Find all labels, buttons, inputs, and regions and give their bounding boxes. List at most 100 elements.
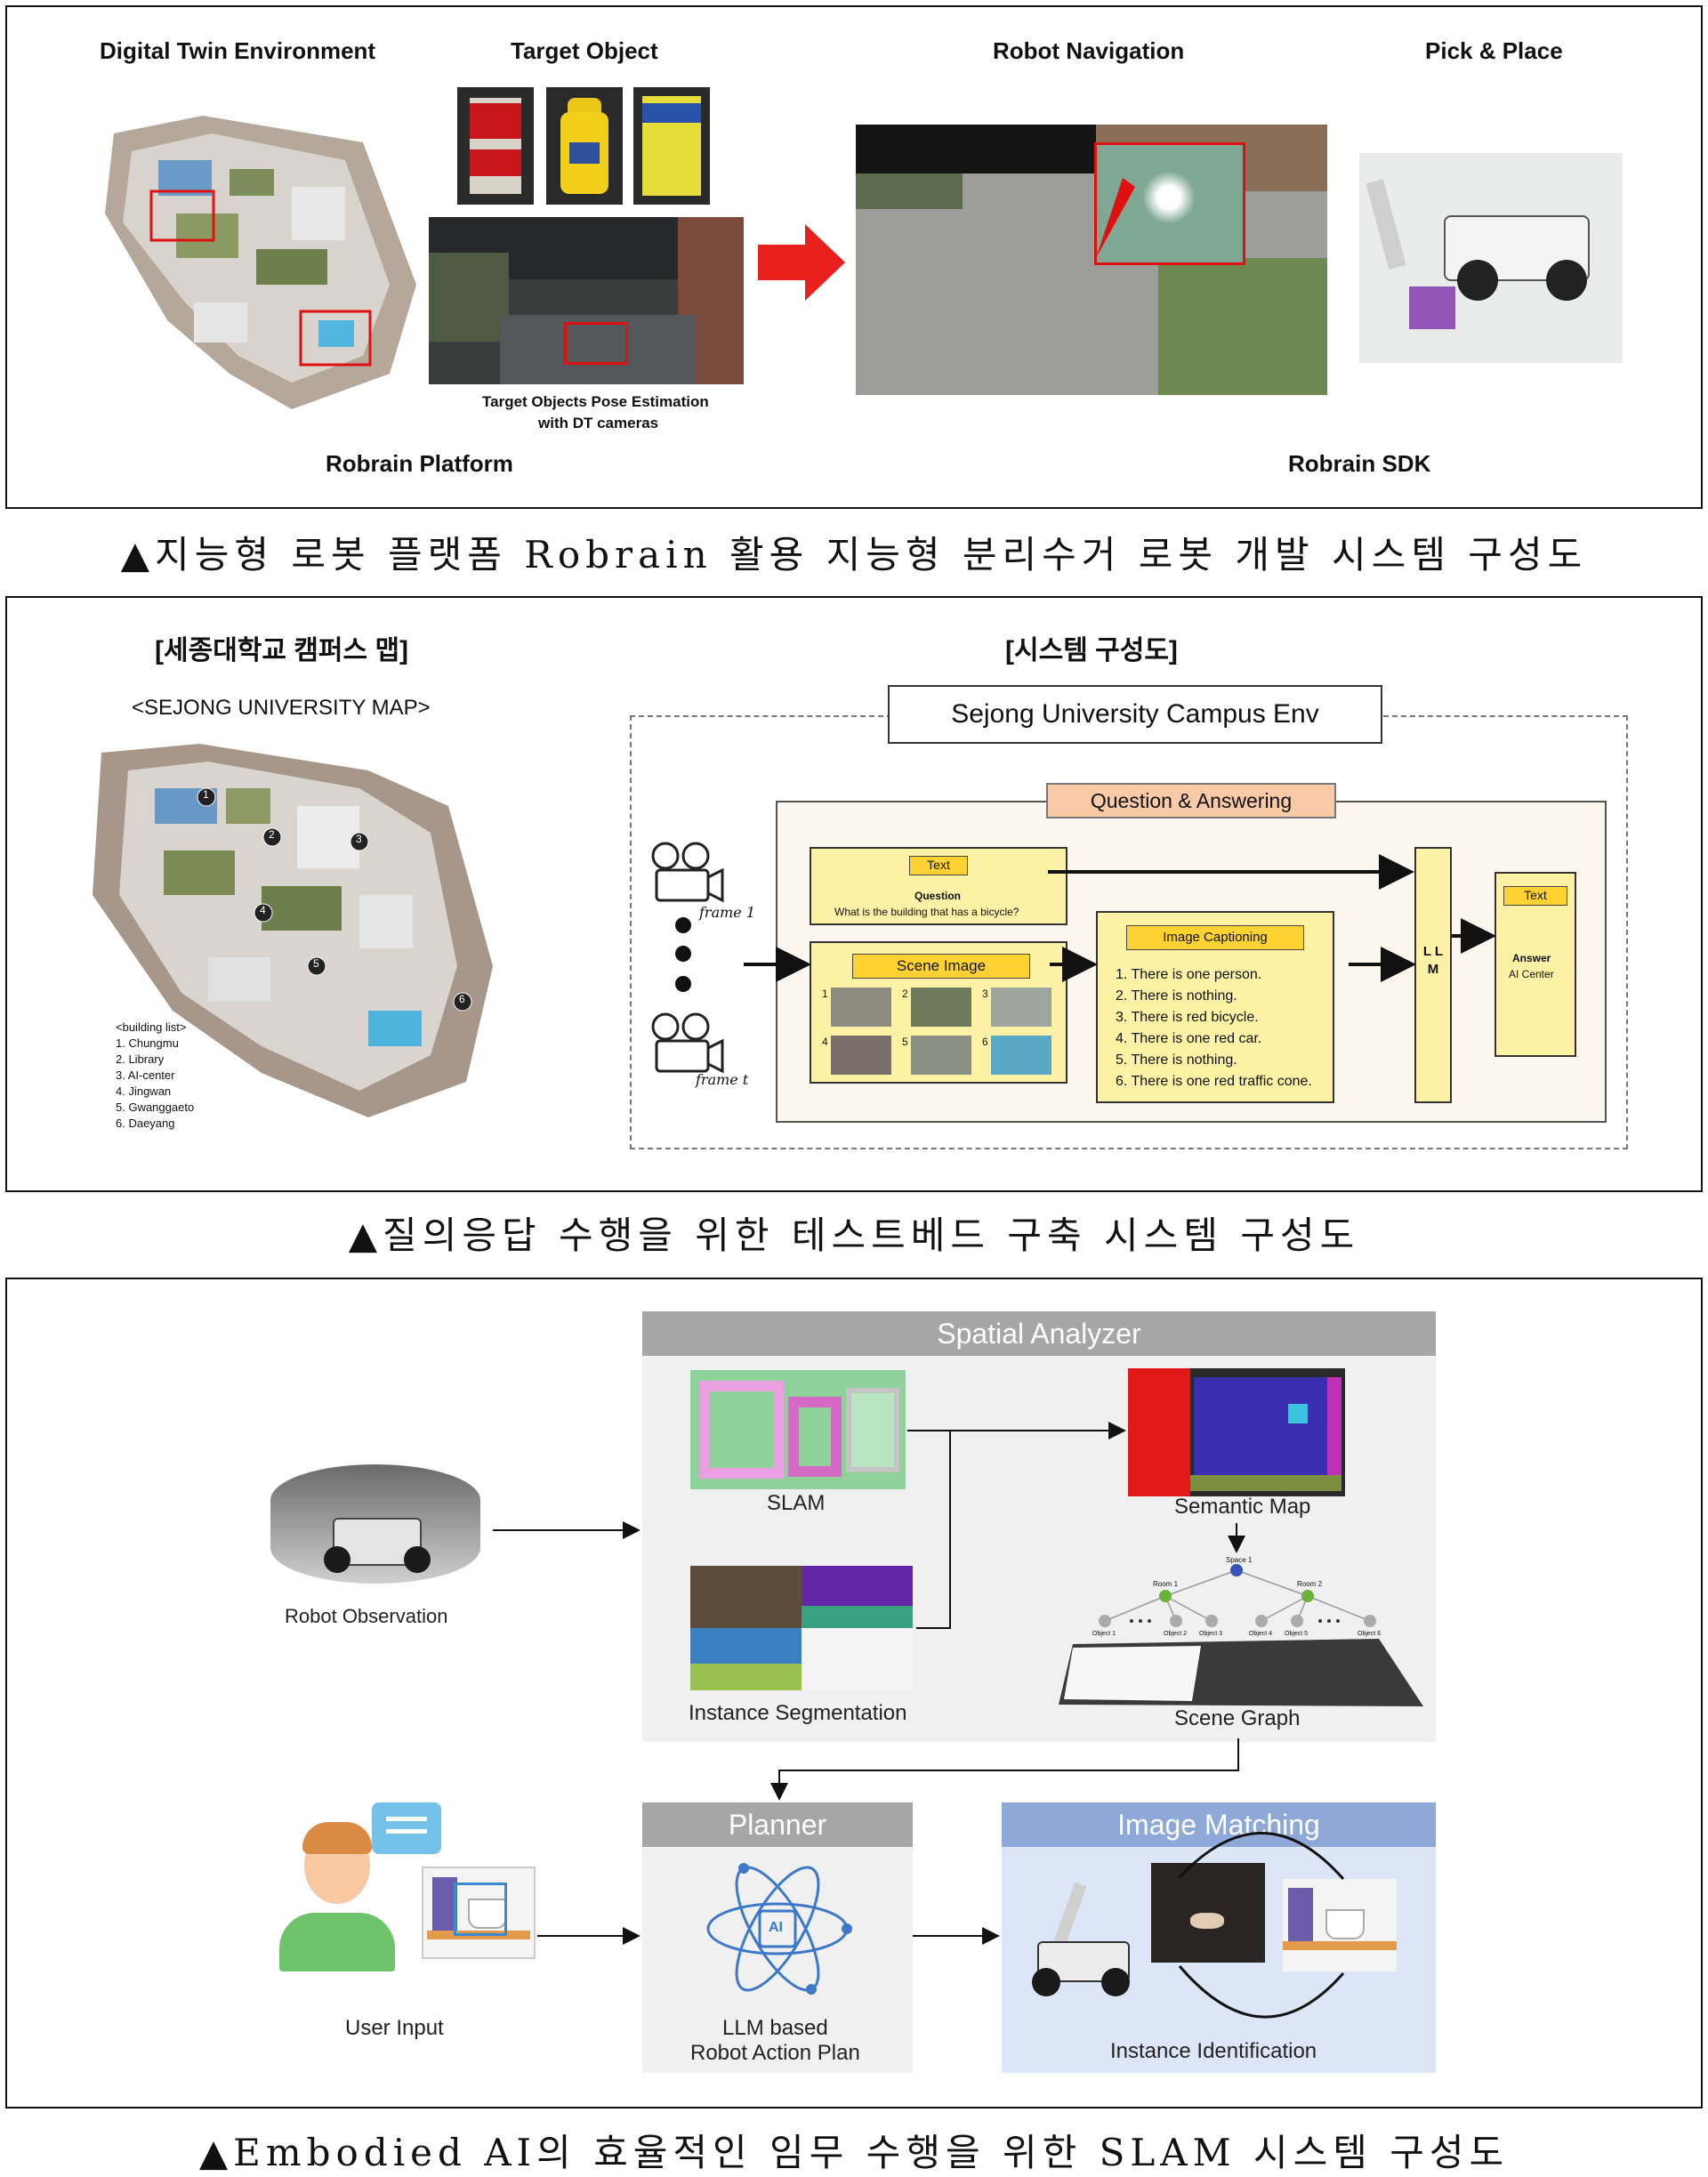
scene-number: 5 [902,1036,908,1048]
chat-bubble-icon [372,1802,441,1854]
caption-item: 1. There is one person. [1116,967,1262,982]
caption-list: 1. There is one person. 2. There is noth… [1116,964,1312,1093]
soup-can-image [457,87,534,205]
answer-text: AI Center [1509,968,1554,980]
scene-number: 6 [982,1036,988,1048]
frame-t-label: frame t [696,1071,749,1088]
scene-thumbnail [991,1036,1051,1075]
pose-estimation-label-2: with DT cameras [538,415,659,431]
coffee-cup-image [422,1867,536,1959]
building-item: 4. Jingwan [116,1084,172,1098]
planner-header: Planner [642,1802,913,1847]
llm-box [1414,847,1452,1103]
campus-map-image: 1 2 3 4 5 6 [75,735,511,1126]
robrain-platform-label: Robrain Platform [326,450,513,477]
scene-thumbnail [831,1036,891,1075]
semantic-map-image [1128,1368,1345,1496]
graph-object-label: Object 5 [1285,1631,1309,1637]
building-list-title: <building list> [116,1020,187,1034]
caption-item: 4. There is one red car. [1116,1031,1262,1046]
robot-observation-label: Robot Observation [285,1605,448,1627]
image-matching-header: Image Matching [1002,1802,1436,1847]
graph-object-label: Object 6 [1358,1631,1382,1637]
spatial-analyzer-header: Spatial Analyzer [642,1311,1436,1356]
pose-estimation-label-1: Target Objects Pose Estimation [482,393,709,410]
question-text-box [810,847,1068,925]
robot-arm-image [1028,1882,1135,2004]
scene-number: 2 [902,988,908,1000]
map-marker-3: 3 [356,833,362,845]
llm-plan-label-1: LLM based [722,2016,828,2040]
robot-navigation-title: Robot Navigation [993,37,1185,64]
user-avatar-icon [279,1822,395,1971]
building-item: 1. Chungmu [116,1036,179,1050]
domino-sugar-image [633,87,710,205]
image-captioning-tag: Image Captioning [1126,925,1304,950]
scene-thumbnail [831,988,891,1027]
map-marker-5: 5 [313,957,319,970]
caption-item: 5. There is nothing. [1116,1052,1237,1068]
scene-number: 4 [822,1036,828,1048]
map-marker-1: 1 [203,788,209,801]
scene-thumbnail [991,988,1051,1027]
building-item: 3. AI-center [116,1068,175,1082]
mustard-bottle-image [546,87,623,205]
caption-item: 2. There is nothing. [1116,988,1237,1004]
map-marker-6: 6 [459,993,465,1005]
llm-label: L L M [1422,944,1444,977]
query-coffee-image [1283,1879,1397,1971]
qa-label: Question & Answering [1046,783,1336,818]
graph-root-label: Space 1 [1226,1556,1253,1564]
graph-object-label: Object 3 [1199,1631,1223,1637]
panel3-caption: ▲Embodied AI의 효율적인 임무 수행을 위한 SLAM 시스템 구성… [198,2131,1510,2174]
slam-label: SLAM [767,1491,826,1515]
graph-room-label: Room 2 [1297,1580,1323,1588]
campus-env-label: Sejong University Campus Env [888,685,1382,744]
scene-number: 1 [822,988,828,1000]
graph-object-label: Object 1 [1092,1631,1116,1637]
building-item: 2. Library [116,1052,165,1066]
instance-segmentation-image [690,1566,913,1690]
semantic-map-label: Semantic Map [1174,1495,1311,1519]
robot-navigation-image [856,125,1327,395]
robrain-sdk-label: Robrain SDK [1288,450,1431,477]
question-text: What is the building that has a bicycle? [834,906,1019,918]
building-item: 6. Daeyang [116,1117,175,1130]
caption-item: 6. There is one red traffic cone. [1116,1074,1312,1089]
panel1-caption: ▲지능형 로봇 플랫폼 Robrain 활용 지능형 분리수거 로봇 개발 시스… [120,533,1588,577]
panel2-caption: ▲질의응답 수행을 위한 테스트베드 구축 시스템 구성도 [348,1213,1360,1257]
building-item: 5. Gwanggaeto [116,1101,195,1114]
scene-number: 3 [982,988,988,1000]
graph-room-label: Room 1 [1153,1580,1179,1588]
robot-observation-image [270,1464,480,1584]
digital-twin-map-image [96,107,434,418]
slam-map-image [690,1370,906,1489]
graph-object-label: Object 2 [1164,1631,1188,1637]
target-object-title: Target Object [511,37,658,64]
digital-twin-title: Digital Twin Environment [100,37,376,64]
graph-object-label: Object 4 [1249,1631,1273,1637]
scene-thumbnail [911,988,971,1027]
matched-instance-image [1151,1863,1265,1963]
system-diagram-title: [시스템 구성도] [1005,636,1178,665]
ai-chip-label: AI [769,1920,783,1935]
map-marker-4: 4 [260,904,266,916]
scene-thumbnail [911,1036,971,1075]
question-text-tag: Text [909,856,968,875]
map-marker-2: 2 [269,828,275,841]
scene-graph-label: Scene Graph [1174,1706,1301,1730]
scene-image-tag: Scene Image [852,954,1030,979]
campus-map-subtitle: <SEJONG UNIVERSITY MAP> [132,696,431,720]
map-marker-icons [197,787,472,1012]
answer-label: Answer [1512,952,1551,964]
answer-text-tag: Text [1503,886,1567,906]
caption-item: 3. There is red bicycle. [1116,1010,1259,1025]
frame-1-label: frame 1 [699,904,756,921]
question-label: Question [914,890,962,902]
instance-identification-label: Instance Identification [1110,2039,1317,2063]
pose-estimation-camera-image [429,217,744,384]
user-input-label: User Input [345,2016,444,2040]
campus-map-title: [세종대학교 캠퍼스 맵] [155,636,409,665]
pick-place-title: Pick & Place [1425,37,1563,64]
building-list: <building list> 1. Chungmu 2. Library 3.… [116,1020,194,1132]
